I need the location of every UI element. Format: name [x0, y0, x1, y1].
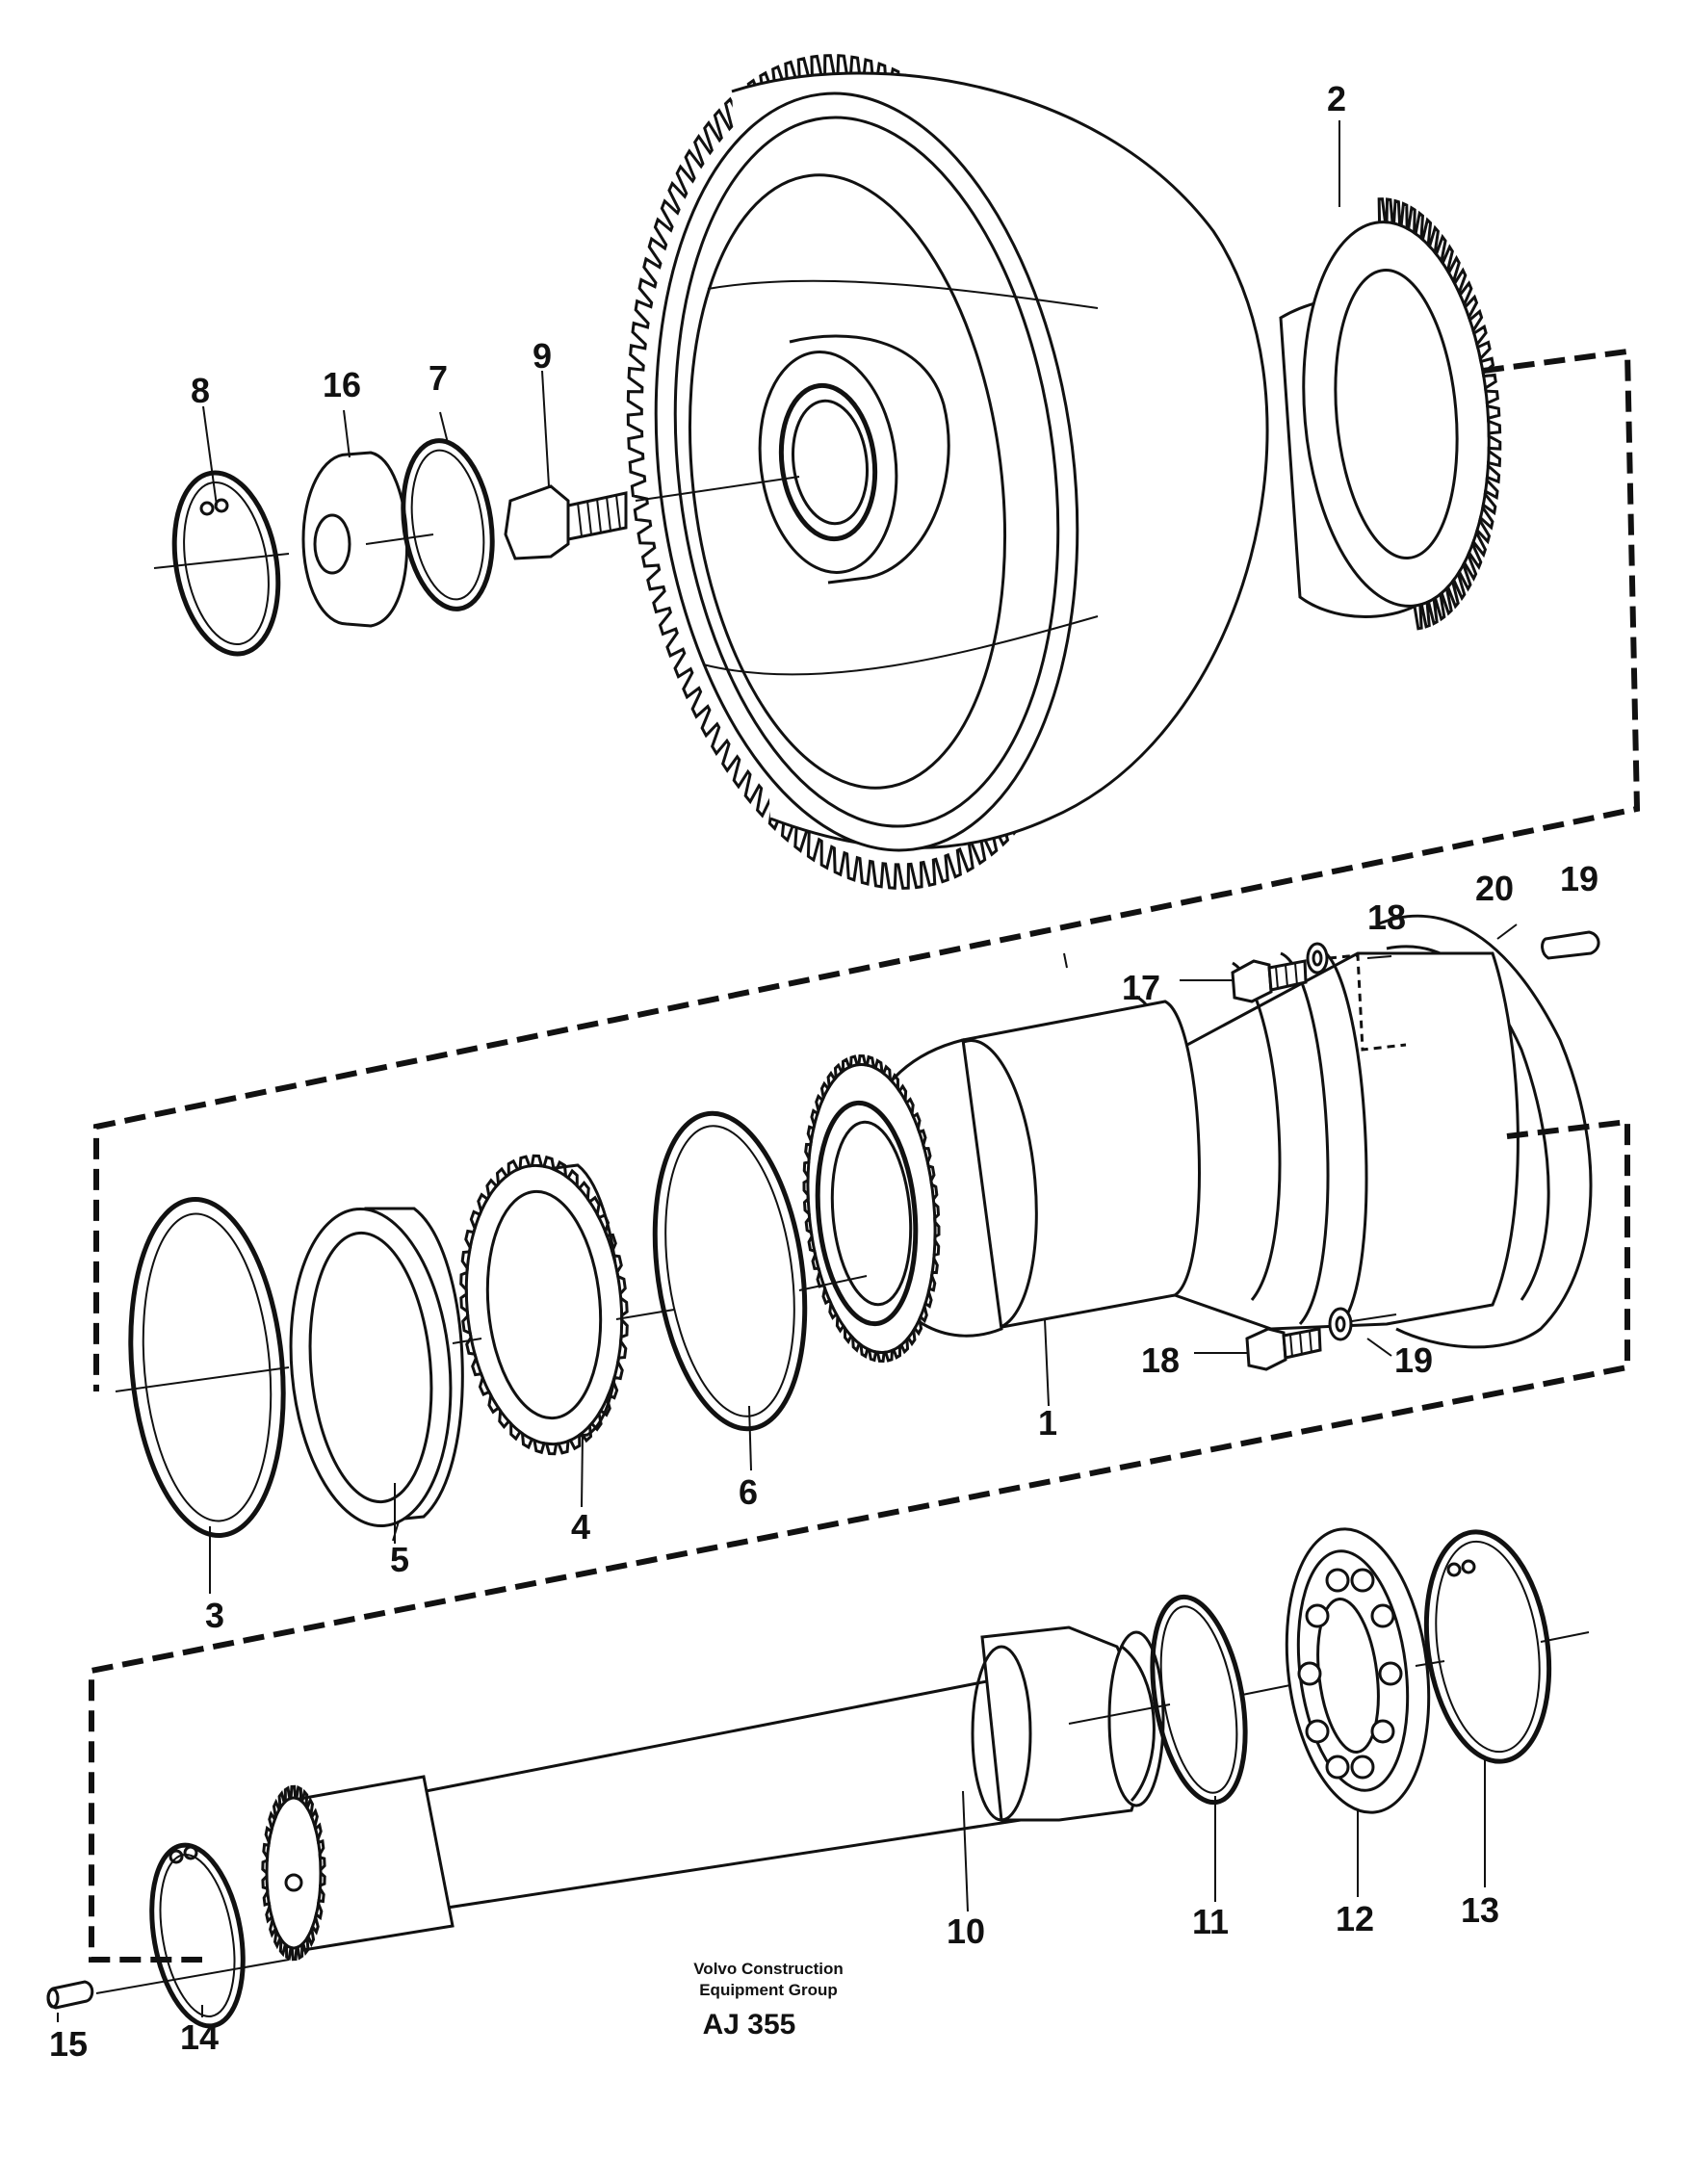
figure-code: AJ 355: [703, 2009, 796, 2041]
shaft-housing-part-1: [802, 914, 1593, 1364]
bearing-ball: [1325, 1568, 1350, 1593]
dashed-connector-upper: [93, 348, 1641, 1391]
washer-part-19-lower: [1328, 1307, 1397, 1341]
circlip-part-8: [171, 470, 281, 657]
callout-19-lower: 19: [1394, 1340, 1433, 1380]
ring-part-6: [652, 1110, 808, 1432]
callout-8: 8: [191, 371, 210, 410]
callout-6: 6: [739, 1472, 758, 1512]
bearing-race-part-5: [289, 1207, 464, 1528]
bearing-ball: [1378, 1661, 1403, 1686]
callout-14: 14: [180, 2017, 219, 2057]
callout-13: 13: [1461, 1890, 1499, 1930]
bearing-ball: [1297, 1661, 1322, 1686]
part-callouts: 2 8 16 7 9 20 19 18 17 18 19 1 6 4 5 3 1…: [49, 79, 1598, 2064]
callout-18: 18: [1141, 1340, 1180, 1380]
callout-11: 11: [1192, 1902, 1229, 1941]
bearing-ball: [1350, 1568, 1375, 1593]
callout-4: 4: [571, 1507, 590, 1547]
caption-line-2: Equipment Group: [699, 1981, 838, 1999]
washer-part-19-upper: [1306, 942, 1407, 1052]
callout-10: 10: [947, 1911, 985, 1951]
pin-part-20: [1541, 930, 1600, 960]
leader-lines: [57, 120, 1518, 2022]
circlip-part-14: [149, 1842, 246, 2029]
bottom-assembly-axis: [95, 1631, 1590, 1994]
callout-5: 5: [390, 1540, 409, 1579]
gear-ring-part-4: [459, 1154, 629, 1456]
callout-9: 9: [533, 336, 552, 376]
callout-2: 2: [1327, 79, 1346, 118]
bolt-part-17: [1180, 959, 1308, 1003]
ring-part-7: [401, 438, 495, 611]
callout-7: 7: [429, 358, 448, 398]
callout-3: 3: [205, 1596, 224, 1635]
torque-converter-drum: [626, 54, 1269, 890]
pin-part-15: [46, 1980, 94, 2010]
shaft-part-10: [261, 1625, 1165, 1962]
washer-part-16: [301, 451, 409, 628]
bolt-part-18: [1194, 1327, 1322, 1371]
middle-assembly-axis: [115, 1275, 868, 1392]
ball-bearing-part-12: [1285, 1527, 1431, 1814]
callout-12: 12: [1336, 1899, 1374, 1938]
bearing-ball: [1370, 1603, 1395, 1628]
bearing-ball: [1350, 1755, 1375, 1780]
callout-19-upper: 18: [1367, 897, 1406, 937]
caption-line-1: Volvo Construction: [693, 1960, 844, 1978]
bearing-ball: [1305, 1719, 1330, 1744]
figure-caption: Volvo Construction Equipment Group AJ 35…: [693, 1960, 844, 2041]
callout-21: 20: [1475, 869, 1514, 908]
callout-15: 15: [49, 2024, 88, 2064]
top-assembly-axis: [153, 476, 800, 569]
bearing-ball: [1305, 1603, 1330, 1628]
gear-part-2: [1279, 197, 1502, 631]
callout-1: 1: [1038, 1403, 1057, 1443]
circlip-part-13: [1423, 1529, 1552, 1764]
bearing-ball: [1325, 1755, 1350, 1780]
bolt-part-9: [504, 484, 628, 560]
ring-part-3: [128, 1197, 286, 1538]
bearing-ball: [1370, 1719, 1395, 1744]
callout-20: 19: [1560, 859, 1598, 898]
callout-17: 17: [1122, 968, 1160, 1007]
callout-16: 16: [323, 365, 361, 404]
dashed-connector-lower: [89, 1118, 1630, 1963]
